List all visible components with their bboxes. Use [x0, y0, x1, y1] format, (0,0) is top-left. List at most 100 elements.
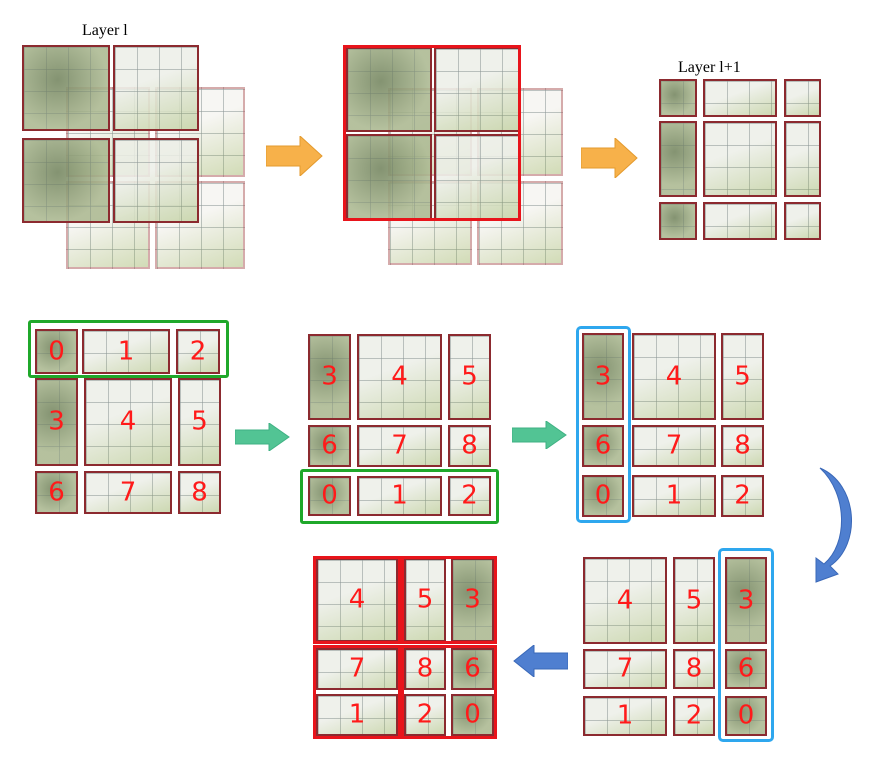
window-cell-8: 8 — [721, 425, 764, 467]
window-index-label: 2 — [461, 480, 478, 511]
bottom-row-highlight — [300, 469, 499, 524]
window-index-label: 1 — [616, 700, 634, 731]
left-arrow-icon — [513, 645, 568, 677]
image-patch-texture — [661, 81, 695, 115]
window-index-label: 0 — [321, 480, 338, 511]
window-index-label: 2 — [734, 480, 751, 511]
window-index-label: 2 — [189, 335, 207, 366]
window-cell-4: 4 — [632, 333, 716, 420]
window-cell-7: 7 — [632, 425, 716, 467]
window-cell — [703, 121, 777, 197]
window-cell — [659, 79, 697, 117]
image-patch-texture — [661, 204, 695, 238]
window-index-label: 7 — [616, 653, 634, 684]
window-index-label: 0 — [737, 700, 755, 731]
window-index-label: 5 — [191, 406, 208, 437]
window-index-label: 1 — [348, 699, 366, 730]
window-index-label: 1 — [665, 480, 683, 511]
image-patch-texture — [705, 123, 775, 195]
image-patch-texture — [705, 204, 775, 238]
regular-window — [22, 138, 110, 223]
window-group-7-1 — [313, 645, 401, 739]
right-arrow-icon — [266, 136, 323, 176]
window-index-label: 5 — [461, 361, 478, 392]
window-cell-3: 3 — [35, 378, 78, 466]
window-index-label: 8 — [734, 430, 751, 461]
window-cell-5: 5 — [178, 378, 221, 466]
window-cell-7: 7 — [84, 471, 172, 514]
window-index-label: 0 — [594, 480, 612, 511]
window-index-label: 6 — [321, 430, 338, 461]
shift-highlight-frame — [343, 45, 521, 221]
window-group-4 — [313, 556, 401, 644]
window-index-label: 4 — [348, 584, 366, 615]
window-cell — [659, 202, 697, 240]
right-column-highlight — [718, 548, 774, 742]
window-index-label: 3 — [321, 361, 338, 392]
window-cell-6: 6 — [308, 425, 351, 467]
layer-l-title: Layer l — [82, 22, 128, 39]
window-cell-3: 3 — [308, 334, 351, 420]
window-index-label: 7 — [665, 430, 683, 461]
image-patch-texture — [786, 81, 819, 115]
window-index-label: 1 — [391, 480, 408, 511]
window-group-8-6-2-0 — [401, 645, 497, 739]
right-arrow-icon — [581, 138, 638, 178]
window-index-label: 4 — [391, 361, 408, 392]
window-index-label: 6 — [48, 476, 65, 507]
window-index-label: 0 — [464, 699, 481, 730]
window-cell-4: 4 — [583, 557, 667, 644]
regular-window — [113, 45, 199, 131]
window-cell-5: 5 — [721, 333, 764, 420]
window-index-label: 5 — [734, 360, 751, 391]
window-index-label: 7 — [348, 653, 366, 684]
left-column-highlight — [576, 326, 631, 523]
window-cell-5: 5 — [448, 334, 491, 420]
window-index-label: 3 — [737, 584, 755, 615]
layer-l1-title: Layer l+1 — [678, 59, 741, 76]
window-cell-6: 6 — [35, 471, 78, 514]
window-index-label: 6 — [594, 430, 612, 461]
window-index-label: 8 — [416, 653, 434, 684]
window-index-label: 5 — [416, 584, 434, 615]
window-cell-7: 7 — [583, 649, 667, 689]
curved-arrow-icon — [815, 467, 852, 583]
right-arrow-icon — [512, 421, 567, 449]
image-patch-texture — [786, 123, 819, 195]
window-index-label: 5 — [685, 584, 703, 615]
window-cell — [784, 202, 821, 240]
window-cell-4: 4 — [357, 334, 442, 420]
window-cell-1: 1 — [632, 475, 716, 517]
window-index-label: 6 — [464, 653, 481, 684]
window-index-label: 6 — [737, 653, 755, 684]
window-index-label: 2 — [685, 700, 703, 731]
window-index-label: 7 — [391, 430, 408, 461]
image-patch-texture — [786, 204, 819, 238]
window-cell — [703, 202, 777, 240]
image-patch-texture — [115, 140, 197, 221]
window-index-label: 0 — [48, 335, 65, 366]
window-cell-7: 7 — [357, 425, 442, 467]
window-index-label: 8 — [461, 430, 478, 461]
window-index-label: 2 — [416, 699, 434, 730]
window-cell — [784, 121, 821, 197]
window-cell-5: 5 — [673, 557, 715, 644]
window-cell-8: 8 — [673, 649, 715, 689]
image-patch-texture — [24, 140, 108, 221]
window-cell — [784, 79, 821, 117]
window-cell — [659, 121, 697, 197]
window-index-label: 3 — [594, 360, 612, 391]
window-index-label: 4 — [119, 406, 137, 437]
regular-window — [113, 138, 199, 223]
window-index-label: 8 — [685, 653, 703, 684]
window-group-5-3 — [401, 556, 497, 644]
window-cell-2: 2 — [721, 475, 764, 517]
window-cell-2: 2 — [673, 696, 715, 736]
image-patch-texture — [661, 123, 695, 195]
image-patch-texture — [115, 47, 197, 129]
window-cell — [703, 79, 777, 117]
image-patch-texture — [705, 81, 775, 115]
image-patch-texture — [24, 47, 108, 129]
window-index-label: 3 — [48, 406, 65, 437]
window-index-label: 4 — [616, 584, 634, 615]
